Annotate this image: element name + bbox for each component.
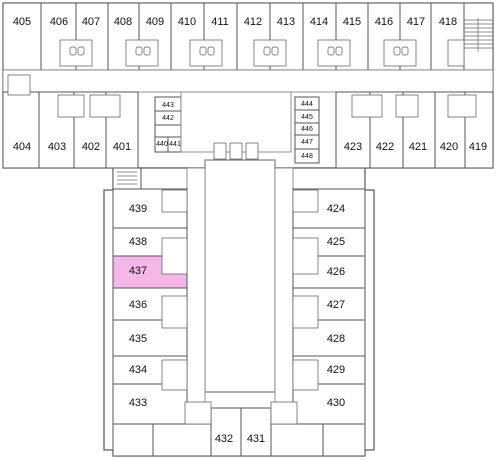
second-row-bathrooms: [7, 74, 477, 118]
stair-northeast: [463, 2, 494, 71]
room-label-444: 444: [301, 101, 313, 108]
room-label-446: 446: [301, 126, 313, 133]
room-label-438: 438: [129, 236, 147, 248]
room-label-420: 420: [440, 141, 458, 153]
room-448[interactable]: [294, 148, 320, 164]
room-label-435: 435: [129, 333, 147, 345]
room-label-407: 407: [82, 16, 100, 28]
south-wing-bathrooms: [161, 189, 319, 425]
room-label-428: 428: [327, 333, 345, 345]
room-label-440: 440: [156, 141, 168, 148]
room-label-410: 410: [178, 16, 196, 28]
room-label-426: 426: [327, 266, 345, 278]
room-label-409: 409: [146, 16, 164, 28]
room-label-422: 422: [376, 141, 394, 153]
main-corridor: [2, 69, 494, 93]
room-label-415: 415: [343, 16, 361, 28]
room-label-402: 402: [82, 141, 100, 153]
room-408[interactable]: [107, 2, 140, 71]
room-label-412: 412: [244, 16, 262, 28]
room-label-441: 441: [169, 141, 181, 148]
room-label-427: 427: [327, 299, 345, 311]
room-label-416: 416: [375, 16, 393, 28]
room-label-431: 431: [247, 433, 265, 445]
room-label-430: 430: [327, 397, 345, 409]
room-label-437: 437: [129, 265, 147, 277]
room-label-401: 401: [113, 141, 131, 153]
room-label-417: 417: [407, 16, 425, 28]
west-corridor: [186, 167, 206, 409]
room-label-445: 445: [301, 114, 313, 121]
room-433[interactable]: [112, 383, 188, 425]
room-label-447: 447: [301, 139, 313, 146]
room-label-405: 405: [13, 16, 31, 28]
room-label-403: 403: [48, 141, 66, 153]
room-label-425: 425: [327, 236, 345, 248]
room-441-area: [154, 124, 182, 138]
east-corridor: [274, 167, 294, 409]
room-label-442: 442: [162, 115, 174, 122]
room-432[interactable]: [210, 407, 242, 457]
room-label-411: 411: [211, 16, 229, 28]
room-label-423: 423: [344, 141, 362, 153]
room-label-408: 408: [114, 16, 132, 28]
room-label-448: 448: [301, 153, 313, 160]
room-label-414: 414: [310, 16, 328, 28]
room-label-413: 413: [277, 16, 295, 28]
elevators: [213, 142, 259, 160]
room-label-439: 439: [129, 203, 147, 215]
room-label-436: 436: [129, 299, 147, 311]
room-labels: 401 402 403 404 405 406 407 408 409 410 411 412 413 4…: [13, 16, 487, 445]
south-room-row: [112, 407, 366, 457]
north-bathrooms: [59, 39, 465, 67]
room-404[interactable]: [2, 91, 40, 169]
room-label-404: 404: [13, 141, 31, 153]
room-label-433: 433: [129, 397, 147, 409]
room-405[interactable]: [2, 2, 42, 71]
atrium: [204, 159, 276, 393]
room-label-419: 419: [469, 141, 487, 153]
room-label-434: 434: [129, 364, 147, 376]
room-label-432: 432: [215, 433, 233, 445]
room-label-418: 418: [439, 16, 457, 28]
room-432-area: [152, 423, 212, 457]
room-label-429: 429: [327, 364, 345, 376]
room-label-443: 443: [162, 102, 174, 109]
stair-southwest: [112, 167, 142, 190]
room-label-424: 424: [327, 203, 345, 215]
room-label-421: 421: [409, 141, 427, 153]
room-label-406: 406: [50, 16, 68, 28]
